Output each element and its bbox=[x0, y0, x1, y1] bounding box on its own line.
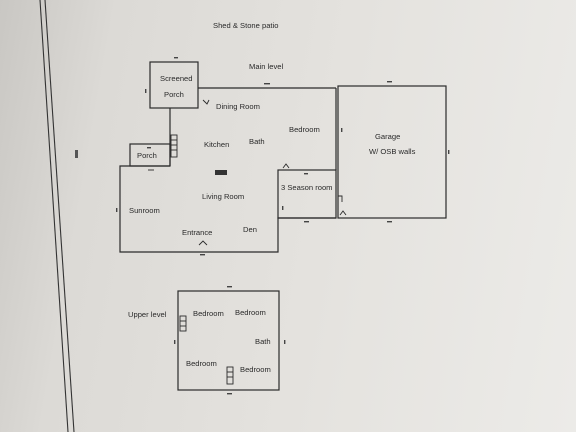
room-label-up-bedroom-1: Bedroom bbox=[193, 309, 224, 318]
diagram-title: Shed & Stone patio bbox=[213, 21, 278, 30]
door-mark bbox=[282, 163, 290, 169]
room-label-dining-room: Dining Room bbox=[216, 102, 260, 111]
stair-symbol bbox=[170, 134, 178, 158]
room-label-bath: Bath bbox=[249, 137, 265, 146]
room-label-den: Den bbox=[243, 225, 257, 234]
upper-level-label: Upper level bbox=[128, 310, 167, 319]
stair-symbol-upper bbox=[179, 315, 187, 332]
door-mark bbox=[339, 210, 347, 216]
room-label-up-bedroom-2: Bedroom bbox=[235, 308, 266, 317]
room-label-porch-upper: Porch bbox=[164, 90, 184, 99]
margin-mark bbox=[75, 150, 78, 158]
room-label-garage-walls: W/ OSB walls bbox=[369, 147, 416, 156]
room-label-entrance: Entrance bbox=[182, 228, 212, 237]
room-label-porch-small: Porch bbox=[137, 151, 157, 160]
room-label-living-room: Living Room bbox=[202, 192, 244, 201]
screened-porch-room bbox=[149, 61, 199, 109]
room-label-screened: Screened bbox=[160, 74, 193, 83]
room-label-three-season: 3 Season room bbox=[281, 183, 333, 192]
room-label-up-bedroom-4: Bedroom bbox=[240, 365, 271, 374]
room-label-up-bath: Bath bbox=[255, 337, 271, 346]
three-season-room bbox=[277, 169, 337, 219]
room-label-kitchen: Kitchen bbox=[204, 140, 229, 149]
door-mark bbox=[198, 240, 208, 246]
fireplace-symbol bbox=[215, 170, 227, 175]
garage-room bbox=[337, 85, 447, 219]
page-edge-line bbox=[44, 0, 75, 432]
room-label-sunroom: Sunroom bbox=[129, 206, 160, 215]
page-edge-line bbox=[39, 0, 69, 432]
main-level-label: Main level bbox=[249, 62, 283, 71]
room-label-garage: Garage bbox=[375, 132, 400, 141]
upper-level-outline bbox=[177, 290, 280, 391]
stair-symbol-upper bbox=[226, 366, 234, 385]
door-mark bbox=[338, 195, 343, 202]
room-label-up-bedroom-3: Bedroom bbox=[186, 359, 217, 368]
room-label-bedroom: Bedroom bbox=[289, 125, 320, 134]
door-mark bbox=[202, 99, 210, 105]
